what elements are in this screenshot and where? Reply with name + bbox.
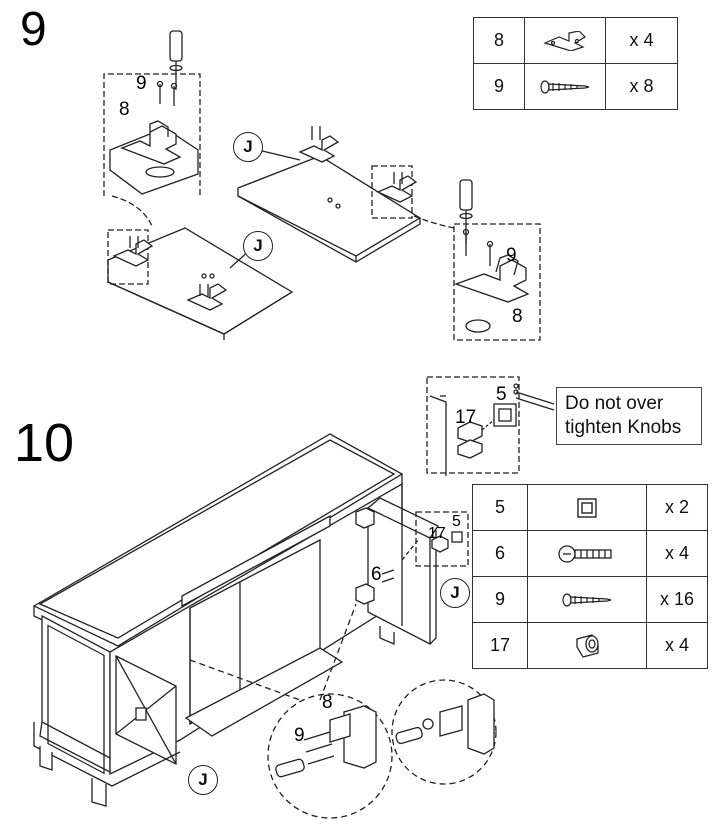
callout-part-9: 9 [294,725,305,746]
part-number: 8 [473,17,525,64]
wood-screw-icon [527,576,647,623]
callout-part-9: 9 [506,245,517,266]
callout-part-8: 8 [119,99,130,120]
callout-part-17: 17 [428,525,446,542]
step9-right-detail-box [453,179,541,341]
step9-right-panel [237,126,455,263]
part-quantity: x 2 [646,484,708,531]
square-knob-icon [527,484,647,531]
step9-left-panel [107,227,294,340]
callout-part-5: 5 [452,513,461,530]
panel-marker-j: J [233,132,263,162]
machine-screw-icon [527,530,647,577]
step10-parts-table: 5 x 2 6 x 4 9 x 16 17 [472,484,708,669]
spacer-icon [527,622,647,669]
table-row: 6 x 4 [472,530,708,577]
panel-marker-j: J [243,231,273,261]
part-quantity: x 4 [605,17,678,64]
part-quantity: x 16 [646,576,708,623]
callout-part-5: 5 [496,384,507,405]
part-quantity: x 4 [646,622,708,669]
part-quantity: x 8 [605,63,678,110]
step9-parts-table: 8 x 4 9 x 8 [473,17,678,110]
step10-cabinet [32,433,439,807]
part-number: 9 [473,63,525,110]
step-10-number: 10 [14,413,75,473]
part-number: 9 [472,576,528,623]
table-row: 17 x 4 [472,622,708,669]
panel-marker-j: J [440,578,470,608]
callout-part-8: 8 [322,692,333,713]
callout-part-8: 8 [512,306,523,327]
wood-screw-icon [524,63,606,110]
callout-part-9: 9 [136,73,147,94]
callout-part-6: 6 [371,564,382,585]
part-number: 17 [472,622,528,669]
part-quantity: x 4 [646,530,708,577]
part-number: 6 [472,530,528,577]
step10-door-knob-box [415,511,469,567]
step9-left-detail-box [103,30,201,227]
hinge-icon [524,17,606,64]
table-row: 8 x 4 [473,17,678,64]
step10-hinge-detail-right [391,679,497,785]
panel-marker-j: J [188,765,218,795]
step10-hinge-detail-left [189,603,393,819]
table-row: 9 x 16 [472,576,708,623]
step-9-number: 9 [20,3,47,56]
callout-part-17: 17 [455,407,477,428]
table-row: 5 x 2 [472,484,708,531]
table-row: 9 x 8 [473,63,678,110]
warning-note: Do not over tighten Knobs [556,387,702,445]
step10-knob-detail-box [426,376,555,476]
part-number: 5 [472,484,528,531]
